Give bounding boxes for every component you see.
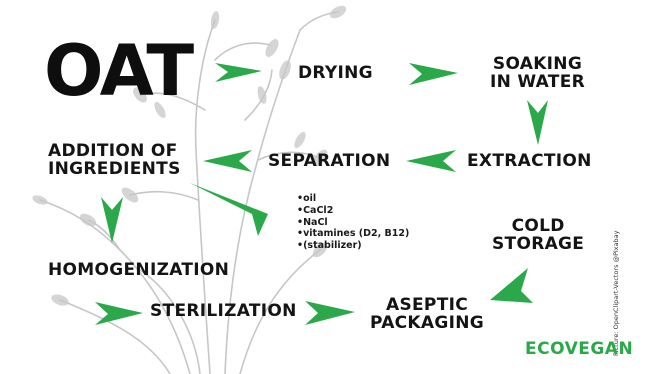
arrow-sterilization-to-aseptic: [305, 301, 355, 325]
arrow-ingredients-to-addition: [190, 183, 268, 236]
image-credit: Picture: OpenClipart-Vectors @Pixabay: [612, 231, 620, 356]
brand-logo: ECOVEGAN: [525, 339, 633, 359]
arrow-extraction-to-separation: [406, 150, 456, 172]
arrow-soaking-to-extraction: [527, 100, 548, 145]
arrow-homogenization-to-sterilization: [95, 302, 143, 325]
arrow-oat-to-drying: [215, 63, 262, 82]
arrow-drying-to-soaking: [409, 63, 458, 85]
arrow-addition-to-homogenization: [101, 197, 123, 243]
arrow-aseptic-to-cold: [490, 268, 533, 303]
arrow-separation-to-addition: [203, 150, 252, 172]
